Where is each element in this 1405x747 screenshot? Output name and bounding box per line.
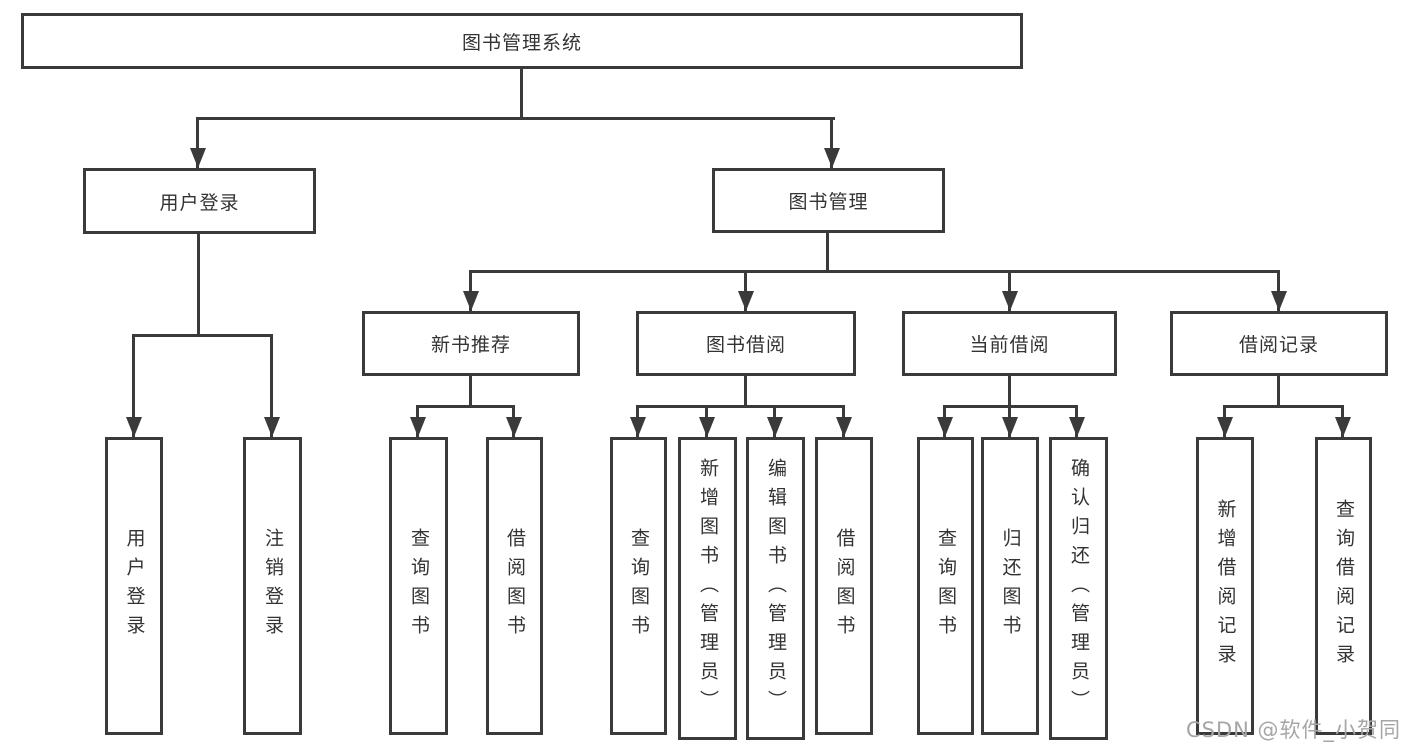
node-leaf-query-borrow-record: 查询借阅记录 — [1315, 437, 1372, 735]
connector-line — [197, 234, 200, 337]
node-leaf-logout: 注销登录 — [243, 437, 302, 735]
connector-arrow-down — [132, 336, 135, 437]
node-leaf-edit-book-admin: 编辑图书（管理员） — [746, 437, 805, 740]
connector-line — [1223, 405, 1344, 408]
connector-line — [826, 233, 829, 273]
node-leaf-query-book-borrow: 查询图书 — [610, 437, 667, 735]
node-current-borrowing: 当前借阅 — [902, 311, 1117, 376]
connector-line — [636, 405, 845, 408]
connector-arrow-down — [270, 336, 273, 437]
connector-arrow-down — [1075, 407, 1078, 437]
node-leaf-borrow-book: 借阅图书 — [815, 437, 873, 735]
connector-line — [469, 376, 472, 407]
connector-line — [132, 334, 273, 337]
node-new-book-recommend: 新书推荐 — [362, 311, 580, 376]
connector-arrow-down — [196, 119, 199, 168]
node-root: 图书管理系统 — [21, 13, 1023, 69]
connector-arrow-down — [1008, 407, 1011, 437]
node-root-label: 图书管理系统 — [461, 31, 582, 54]
node-borrowing-records-label: 借阅记录 — [1238, 334, 1319, 356]
node-new-book-recommend-label: 新书推荐 — [430, 334, 511, 356]
node-leaf-borrow-book-recommend: 借阅图书 — [486, 437, 543, 735]
connector-line — [520, 69, 523, 119]
node-leaf-add-book-admin: 新增图书（管理员） — [678, 437, 737, 740]
connector-line — [744, 376, 747, 407]
connector-arrow-down — [830, 119, 833, 168]
connector-arrow-down — [773, 407, 776, 437]
node-leaf-add-borrow-record: 新增借阅记录 — [1196, 437, 1254, 735]
connector-arrow-down — [1277, 272, 1280, 311]
node-book-borrowing-label: 图书借阅 — [705, 334, 786, 356]
connector-arrow-down — [1008, 272, 1011, 311]
node-leaf-user-login: 用户登录 — [105, 437, 163, 735]
node-borrowing-records: 借阅记录 — [1170, 311, 1388, 376]
node-book-management-label: 图书管理 — [788, 191, 869, 213]
connector-line — [416, 405, 515, 408]
connector-line — [469, 270, 1280, 273]
connector-arrow-down — [943, 407, 946, 437]
node-leaf-confirm-return-admin: 确认归还（管理员） — [1049, 437, 1108, 740]
connector-arrow-down — [842, 407, 845, 437]
connector-line — [196, 117, 835, 120]
connector-arrow-down — [1223, 407, 1226, 437]
connector-arrow-down — [1341, 407, 1344, 437]
connector-line — [1008, 376, 1011, 407]
connector-arrow-down — [705, 407, 708, 437]
csdn-watermark: CSDN @软件_小贺同学 — [1186, 718, 1402, 742]
connector-arrow-down — [636, 407, 639, 437]
connector-arrow-down — [469, 272, 472, 311]
connector-arrow-down — [416, 407, 419, 437]
node-book-management: 图书管理 — [712, 168, 945, 233]
node-leaf-query-book-current: 查询图书 — [917, 437, 974, 735]
connector-line — [1277, 376, 1280, 407]
node-leaf-return-book: 归还图书 — [981, 437, 1039, 735]
node-user-login-label: 用户登录 — [159, 191, 240, 214]
node-current-borrowing-label: 当前借阅 — [969, 334, 1050, 356]
node-user-login: 用户登录 — [83, 168, 316, 234]
node-book-borrowing: 图书借阅 — [636, 311, 856, 376]
connector-arrow-down — [744, 272, 747, 311]
connector-arrow-down — [512, 407, 515, 437]
node-leaf-query-book-recommend: 查询图书 — [389, 437, 448, 735]
